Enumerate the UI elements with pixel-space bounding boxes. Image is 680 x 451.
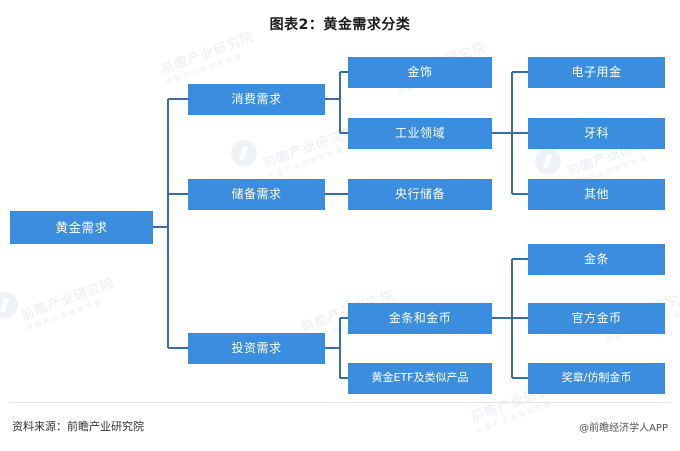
node-bars-and-coins[interactable]: 金条和金币 [348,303,492,334]
node-gold-bar[interactable]: 金条 [528,244,665,275]
node-central-bank-reserve[interactable]: 央行储备 [348,179,492,210]
node-jewelry[interactable]: 金饰 [348,57,492,88]
node-official-coin[interactable]: 官方金币 [528,303,665,334]
node-gold-etf[interactable]: 黄金ETF及类似产品 [348,363,492,394]
node-investment-demand[interactable]: 投资需求 [188,333,325,364]
node-industrial[interactable]: 工业领域 [348,118,492,149]
node-reserve-demand[interactable]: 储备需求 [188,179,325,210]
attribution-label: @前瞻经济学人APP [579,423,668,434]
node-consumer-demand[interactable]: 消费需求 [188,84,325,115]
node-other[interactable]: 其他 [528,179,665,210]
source-label: 资料来源：前瞻产业研究院 [12,420,144,433]
node-medal-imitation-coin[interactable]: 奖章/仿制金币 [528,363,665,394]
footer-divider [10,402,670,403]
node-dental[interactable]: 牙科 [528,118,665,149]
node-root[interactable]: 黄金需求 [10,211,153,244]
chart-title: 图表2：黄金需求分类 [269,17,411,33]
node-electronic-gold[interactable]: 电子用金 [528,57,665,88]
